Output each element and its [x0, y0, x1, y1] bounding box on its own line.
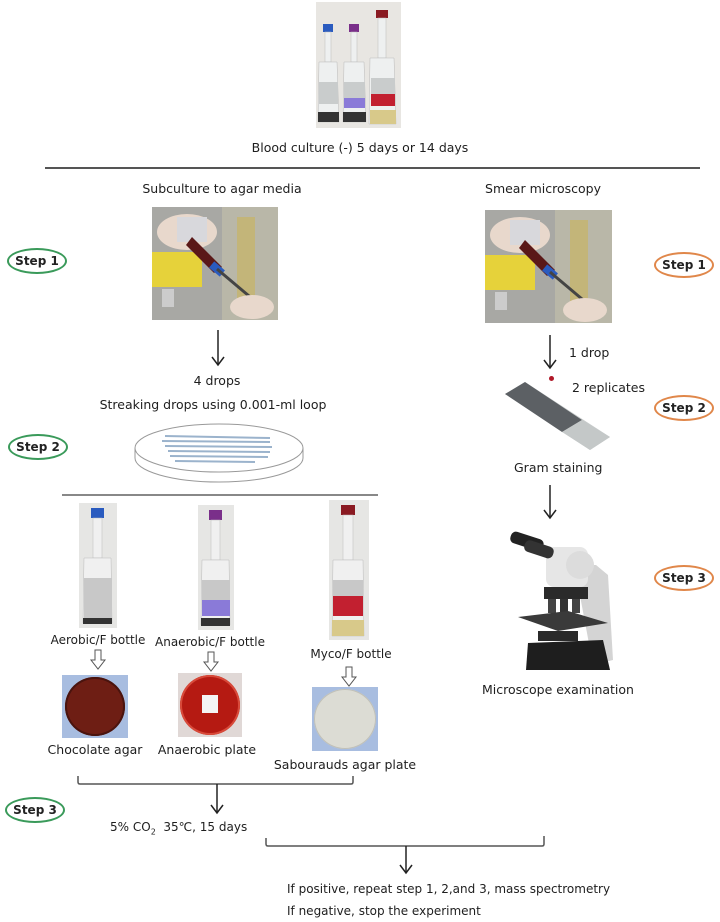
anaerobic-bottle-illustration [200, 510, 231, 626]
anaerobic-bottle-label: Anaerobic/F bottle [155, 635, 265, 649]
down-arrow-icon [543, 335, 557, 370]
plate-disc [314, 689, 376, 749]
aerobic-bottle-illustration [82, 508, 113, 624]
incubation-conditions: 5% CO2 35℃, 15 days [110, 820, 247, 836]
right-step1-badge: Step 1 [654, 252, 714, 278]
sabouraud-agar-plate [312, 687, 378, 751]
smear-title: Smear microscopy [485, 181, 601, 196]
aerobic-bottle-photo [79, 503, 117, 628]
left-step2-badge: Step 2 [8, 434, 68, 460]
blood-culture-bottles-photo [316, 2, 401, 128]
right-step3-badge: Step 3 [654, 565, 714, 591]
right-step2-badge: Step 2 [654, 395, 714, 421]
incubation-prefix: 5% CO [110, 820, 151, 834]
gram-staining-label: Gram staining [514, 460, 603, 475]
bottle-cap [91, 508, 104, 518]
glass-slide-icon [505, 382, 610, 450]
left-step1-badge: Step 1 [7, 248, 67, 274]
aerobic-bottle-label: Aerobic/F bottle [50, 633, 146, 647]
negative-outcome: If negative, stop the experiment [287, 904, 481, 918]
smear-photo [485, 210, 612, 323]
bottles-illustration [317, 10, 397, 125]
petri-dish-streak-icon [134, 423, 304, 483]
sabouraud-plate-label: Sabourauds agar plate [273, 757, 417, 772]
subculture-photo [152, 207, 278, 320]
down-arrow-icon [211, 330, 225, 367]
hollow-down-arrow-icon [202, 651, 220, 672]
chocolate-agar-plate [62, 675, 128, 738]
left-divider [62, 494, 378, 496]
replicates-label: 2 replicates [572, 380, 645, 395]
positive-outcome: If positive, repeat step 1, 2,and 3, mas… [287, 882, 611, 896]
top-divider [45, 167, 700, 169]
microscope-exam-label: Microscope examination [482, 682, 634, 697]
one-drop-label: 1 drop [569, 345, 610, 360]
bracket-outcome-connector [265, 836, 545, 875]
anaerobic-bottle-photo [198, 505, 234, 630]
left-step3-badge: Step 3 [5, 797, 65, 823]
anaerobic-plate [178, 673, 242, 737]
incubation-suffix: 35℃, 15 days [155, 820, 248, 834]
hollow-down-arrow-icon [89, 649, 107, 670]
myco-bottle-label: Myco/F bottle [310, 647, 392, 661]
bracket-merge-connector [77, 776, 354, 815]
incubation-sub: 2 [150, 827, 156, 837]
streaking-label: Streaking drops using 0.001-ml loop [99, 397, 327, 412]
myco-bottle-illustration [331, 505, 365, 637]
subculture-illustration [152, 207, 278, 320]
blood-culture-caption: Blood culture (-) 5 days or 14 days [251, 140, 469, 155]
myco-bottle-photo [329, 500, 369, 640]
chocolate-agar-label: Chocolate agar [47, 742, 143, 757]
four-drops-label: 4 drops [193, 373, 241, 388]
blood-drop-icon [549, 376, 554, 381]
anaerobic-plate-label: Anaerobic plate [157, 742, 257, 757]
hollow-down-arrow-icon [340, 666, 358, 687]
subculture-title: Subculture to agar media [142, 181, 302, 196]
plate-label [202, 695, 218, 713]
smear-illustration [485, 210, 612, 323]
plate-disc [65, 677, 125, 736]
down-arrow-icon [543, 485, 557, 520]
microscope-icon [510, 531, 613, 670]
